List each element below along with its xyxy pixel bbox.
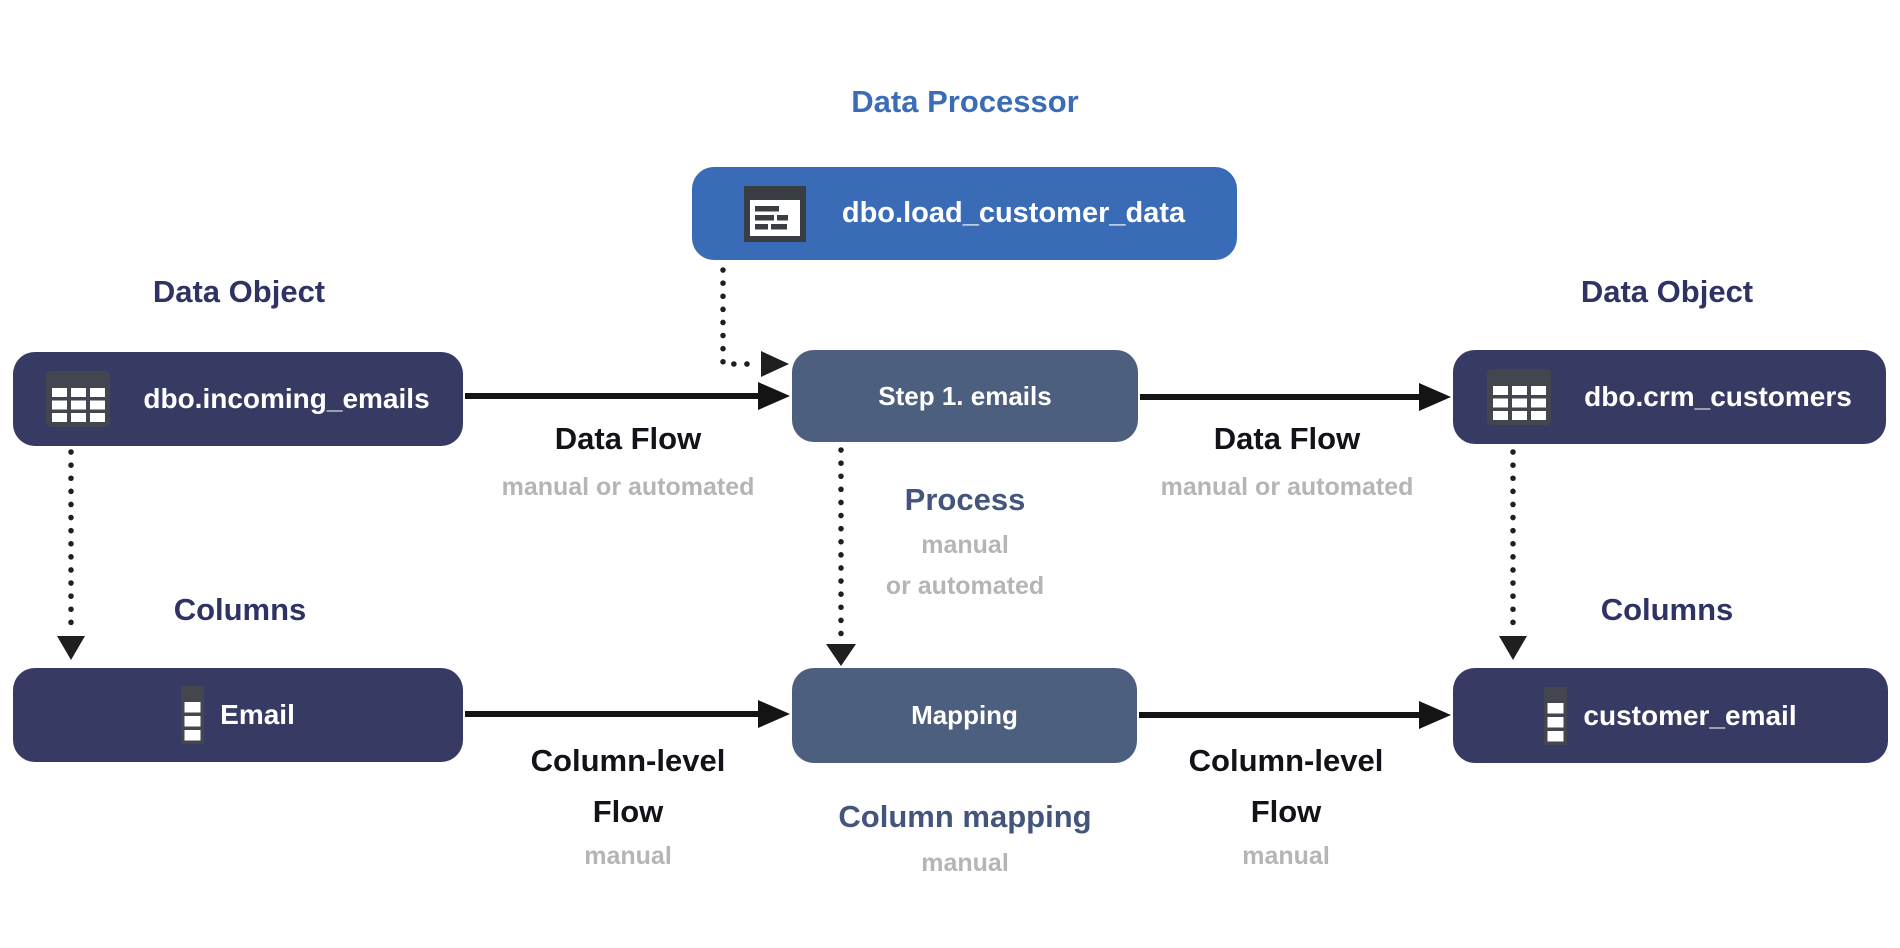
column-flow-label-left-line1: Column-level	[530, 743, 726, 778]
dotted-arrow-incoming-emails-to-email	[57, 449, 85, 660]
dotted-arrow-processor-to-step	[720, 267, 789, 377]
data-flow-sublabel-left: manual or automated	[501, 473, 755, 501]
node-email-column: Email	[13, 668, 463, 762]
node-label: dbo.incoming_emails	[143, 383, 430, 414]
columns-heading-right: Columns	[1600, 592, 1734, 627]
node-label: dbo.load_customer_data	[841, 197, 1186, 229]
arrow-column-flow-left	[465, 700, 790, 728]
data-flow-label-right: Data Flow	[1213, 421, 1361, 456]
process-sublabel-line1: manual	[921, 531, 1009, 559]
node-incoming-emails: dbo.incoming_emails	[13, 352, 463, 446]
script-icon	[743, 185, 806, 242]
arrow-data-flow-right	[1140, 383, 1451, 411]
process-label: Process	[904, 482, 1026, 517]
data-object-heading-right: Data Object	[1580, 274, 1754, 309]
data-flow-label-left: Data Flow	[554, 421, 702, 456]
node-label: Email	[220, 699, 295, 730]
dotted-arrow-crm-customers-to-customer-email	[1499, 449, 1527, 660]
columns-heading-left: Columns	[173, 592, 307, 627]
node-data-processor: dbo.load_customer_data	[692, 167, 1237, 260]
column-flow-sublabel-right: manual	[1242, 842, 1330, 870]
node-mapping: Mapping	[792, 668, 1137, 763]
column-icon	[181, 686, 205, 744]
column-flow-label-right: Column-level Flow	[1189, 735, 1384, 837]
node-label: dbo.crm_customers	[1584, 381, 1852, 412]
table-icon	[46, 371, 111, 427]
node-label: customer_email	[1583, 699, 1797, 731]
column-flow-label-right-line2: Flow	[1250, 794, 1322, 829]
arrow-data-flow-left	[465, 382, 790, 410]
node-label: Step 1. emails	[878, 380, 1052, 411]
column-flow-label-right-line1: Column-level	[1188, 743, 1384, 778]
node-customer-email-column: customer_email	[1453, 668, 1888, 763]
data-flow-sublabel-right: manual or automated	[1160, 473, 1414, 501]
column-flow-sublabel-left: manual	[584, 842, 672, 870]
table-icon	[1487, 369, 1552, 425]
node-step1-emails: Step 1. emails	[792, 350, 1138, 442]
column-mapping-label: Column mapping	[838, 799, 1092, 834]
process-sublabel-line2: or automated	[885, 572, 1045, 600]
node-crm-customers: dbo.crm_customers	[1453, 350, 1886, 444]
column-flow-label-left-line2: Flow	[592, 794, 664, 829]
dotted-arrow-step-to-mapping	[826, 447, 856, 666]
node-label: Mapping	[911, 700, 1018, 730]
data-object-heading-left: Data Object	[152, 274, 326, 309]
arrow-column-flow-right	[1139, 701, 1451, 729]
column-mapping-sublabel: manual	[921, 849, 1009, 877]
column-flow-label-left: Column-level Flow	[531, 735, 726, 837]
data-processor-heading: Data Processor	[851, 84, 1079, 119]
column-icon	[1544, 686, 1568, 745]
